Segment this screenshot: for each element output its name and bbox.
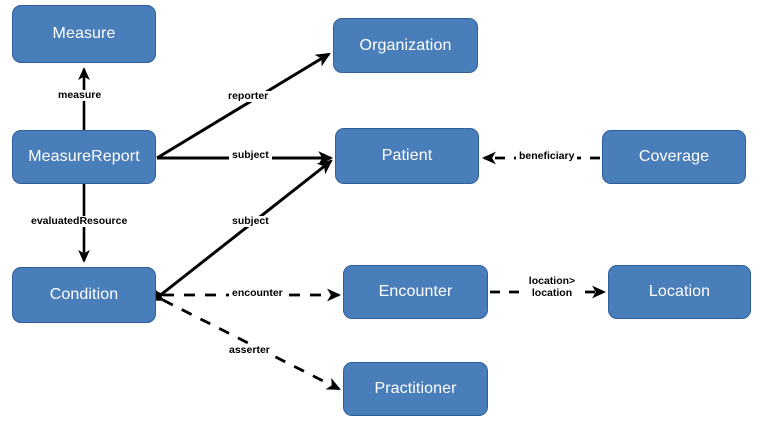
node-organization[interactable]: Organization [333, 18, 478, 73]
edge-label-evaluatedresource: evaluatedResource [28, 216, 131, 227]
edge-subject-bottom [157, 159, 333, 299]
node-practitioner[interactable]: Practitioner [343, 362, 488, 416]
edge-label-reporter: reporter [225, 91, 272, 102]
edge-label-encounter: encounter [229, 288, 286, 299]
node-organization-label: Organization [359, 36, 452, 54]
node-coverage[interactable]: Coverage [602, 130, 746, 184]
edge-reporter [156, 52, 331, 160]
node-encounter-label: Encounter [378, 283, 453, 300]
node-measurereport-label: MeasureReport [28, 148, 140, 165]
node-measure[interactable]: Measure [12, 5, 156, 63]
edge-label-location-line1: location> [528, 275, 576, 287]
edge-label-subject-bottom: subject [229, 216, 272, 227]
edge-label-asserter: asserter [226, 345, 273, 356]
node-condition-label: Condition [49, 286, 119, 303]
node-patient-label: Patient [381, 147, 433, 164]
node-measure-label: Measure [52, 25, 116, 42]
node-measurereport[interactable]: MeasureReport [12, 130, 156, 184]
edge-label-measure: measure [55, 90, 105, 101]
node-coverage-label: Coverage [638, 148, 710, 165]
edge-label-subject-top: subject [229, 150, 272, 161]
node-encounter[interactable]: Encounter [343, 265, 488, 319]
edge-label-location: location> location [521, 275, 583, 299]
node-location-label: Location [648, 283, 711, 300]
edge-label-location-line2: location [531, 286, 573, 299]
edge-label-beneficiary: beneficiary [516, 151, 578, 162]
node-condition[interactable]: Condition [12, 267, 156, 323]
node-location[interactable]: Location [608, 265, 751, 319]
node-patient[interactable]: Patient [335, 128, 479, 184]
node-practitioner-label: Practitioner [374, 380, 457, 397]
